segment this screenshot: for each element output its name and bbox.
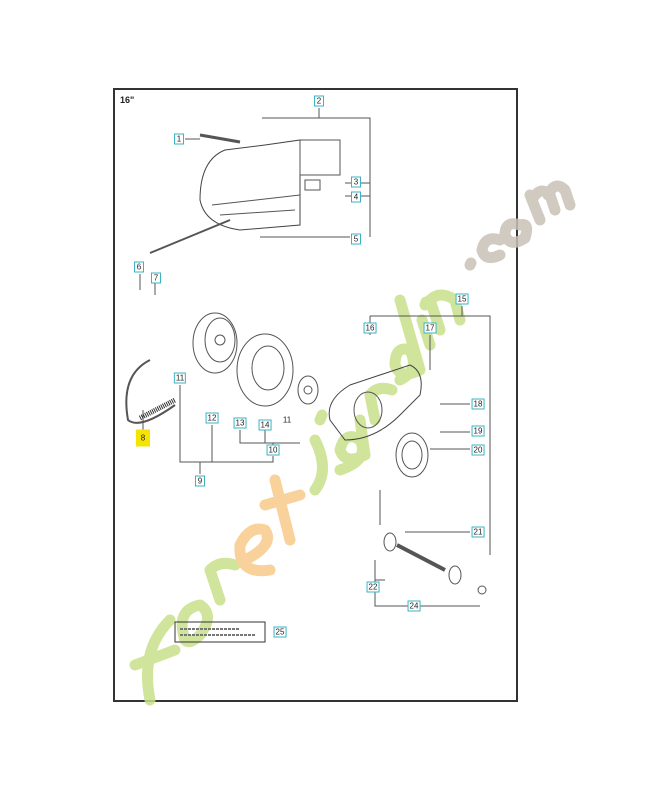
part-label[interactable]: 14 xyxy=(258,419,272,431)
diagram-title: 16" xyxy=(120,95,135,105)
part-label[interactable]: 18 xyxy=(471,398,485,410)
part-label[interactable]: 22 xyxy=(366,581,380,593)
part-label[interactable]: 24 xyxy=(407,600,421,612)
watermark-logo xyxy=(129,180,576,706)
part-label[interactable]: 11 xyxy=(282,415,292,425)
part-label[interactable]: 9 xyxy=(195,475,205,487)
part-label[interactable]: 7 xyxy=(151,272,161,284)
part-label[interactable]: 19 xyxy=(471,425,485,437)
part-label[interactable]: 5 xyxy=(351,233,361,245)
part-label[interactable]: 1 xyxy=(174,133,184,145)
part-label[interactable]: 25 xyxy=(273,626,287,638)
part-label-highlighted[interactable]: 8 xyxy=(136,429,150,447)
part-label[interactable]: 11 xyxy=(173,372,187,384)
part-label[interactable]: 3 xyxy=(351,176,361,188)
part-label[interactable]: 12 xyxy=(205,412,219,424)
part-label[interactable]: 17 xyxy=(423,322,437,334)
part-label[interactable]: 15 xyxy=(455,293,469,305)
part-label[interactable]: 16 xyxy=(363,322,377,334)
part-label[interactable]: 4 xyxy=(351,191,361,203)
part-label[interactable]: 6 xyxy=(134,261,144,273)
part-label[interactable]: 21 xyxy=(471,526,485,538)
part-label[interactable]: 20 xyxy=(471,444,485,456)
part-label[interactable]: 2 xyxy=(314,95,324,107)
diagram-frame xyxy=(113,88,518,702)
part-label[interactable]: 13 xyxy=(233,417,247,429)
part-label[interactable]: 10 xyxy=(266,444,280,456)
